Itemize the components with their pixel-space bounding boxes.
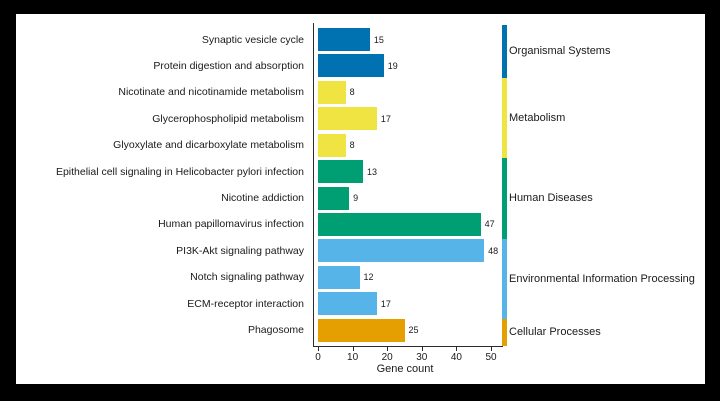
bar-epithelial-cell-signaling-in-helicobacter-pylori-infection: [318, 160, 363, 184]
bar-value-label: 25: [408, 325, 419, 336]
bar-synaptic-vesicle-cycle: [318, 28, 370, 51]
pathway-label: Phagosome: [247, 324, 304, 337]
category-label: Metabolism: [509, 112, 566, 125]
bar-ecm-receptor-interaction: [318, 292, 377, 316]
pathway-label: Synaptic vesicle cycle: [201, 33, 304, 46]
category-strip-environmental-information-processing: [502, 238, 507, 319]
x-tick-label: 30: [416, 352, 428, 363]
x-tick-mark: [456, 347, 458, 351]
category-label: Cellular Processes: [509, 326, 601, 339]
x-tick-mark: [387, 347, 389, 351]
bar-human-papillomavirus-infection: [318, 212, 481, 236]
category-label: Human Diseases: [509, 192, 593, 205]
x-tick-mark: [491, 347, 492, 351]
bar-value-label: 9: [353, 193, 359, 204]
bar-value-label: 17: [380, 298, 391, 309]
x-tick-label: 0: [315, 352, 321, 363]
bar-value-label: 17: [380, 113, 391, 124]
pathway-label: Human papillomavirus infection: [158, 218, 304, 231]
x-tick-label: 40: [450, 352, 462, 363]
x-axis-line: [313, 346, 503, 347]
bar-value-label: 13: [366, 166, 377, 177]
bar-nicotinate-and-nicotinamide-metabolism: [318, 80, 346, 104]
x-axis-title: Gene count: [376, 363, 434, 375]
x-tick-mark: [352, 347, 354, 351]
y-axis-line: [313, 23, 314, 347]
x-tick-mark: [421, 347, 423, 351]
category-strip-cellular-processes: [502, 318, 507, 346]
bar-value-label: 47: [484, 219, 495, 230]
pathway-label: Glycerophospholipid metabolism: [152, 112, 304, 125]
x-tick-mark: [318, 347, 319, 351]
pathway-label: PI3K-Akt signaling pathway: [176, 244, 304, 257]
bar-nicotine-addiction: [318, 186, 350, 210]
bar-value-label: 48: [488, 245, 499, 256]
bar-value-label: 8: [349, 87, 355, 98]
pathway-label: Nicotinate and nicotinamide metabolism: [118, 86, 304, 99]
category-strip-human-diseases: [502, 158, 507, 239]
x-tick-label: 50: [485, 352, 497, 363]
bar-value-label: 12: [363, 272, 374, 283]
x-tick-label: 20: [381, 352, 393, 363]
category-label: Organismal Systems: [509, 45, 611, 58]
pathway-label: Nicotine addiction: [221, 192, 304, 205]
bar-glycerophospholipid-metabolism: [318, 107, 377, 131]
pathway-label: Glyoxylate and dicarboxylate metabolism: [113, 139, 304, 152]
category-label: Environmental Information Processing: [509, 272, 695, 285]
x-tick-label: 10: [347, 352, 359, 363]
bar-notch-signaling-pathway: [318, 265, 360, 289]
pathway-label: Epithelial cell signaling in Helicobacte…: [55, 165, 304, 178]
bar-pi3k-akt-signaling-pathway: [318, 239, 485, 263]
bar-value-label: 19: [387, 60, 398, 71]
bar-phagosome: [318, 318, 405, 342]
pathway-label: Notch signaling pathway: [190, 271, 304, 284]
category-strip-organismal-systems: [502, 24, 507, 78]
pathway-label: ECM-receptor interaction: [187, 297, 304, 310]
bar-value-label: 15: [373, 34, 384, 45]
chart-figure: 15 19 8 17 8 13 9 47 48 12 17 25 Synaptic vesicle c…: [16, 14, 705, 384]
bar-glyoxylate-and-dicarboxylate-metabolism: [318, 133, 346, 157]
bar-value-label: 8: [349, 140, 355, 151]
category-strip-metabolism: [502, 78, 507, 159]
bar-protein-digestion-and-absorption: [318, 54, 384, 78]
pathway-label: Protein digestion and absorption: [153, 59, 304, 72]
